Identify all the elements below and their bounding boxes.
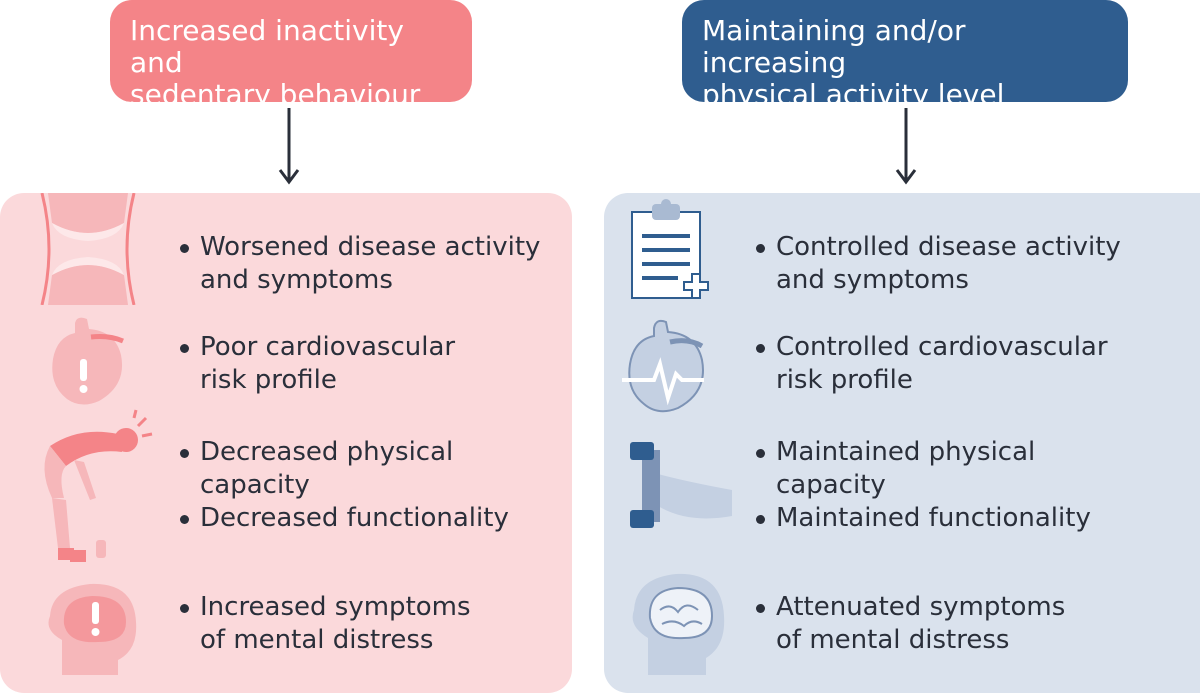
item-poor-cardiovascular: Poor cardiovascular risk profile: [179, 331, 456, 397]
item-attenuated-mental-distress-line1: Attenuated symptoms: [755, 592, 1066, 622]
item-increased-mental-distress-line2: of mental distress: [200, 625, 434, 655]
clipboard-icon: [631, 199, 709, 299]
item-controlled-cardiovascular: Controlled cardiovascular risk profile: [756, 331, 1108, 397]
header-activity: Maintaining and/or increasing physical a…: [682, 0, 1128, 111]
item-decreased-capacity: Decreased physical capacity: [179, 436, 454, 502]
heart-pulse-icon: [622, 319, 704, 413]
heart-warning-icon: [52, 317, 124, 405]
item-worsened-disease-line2: and symptoms: [200, 265, 393, 295]
item-poor-cardiovascular-line2: risk profile: [200, 365, 337, 395]
item-maintained-functionality: Maintained functionality: [756, 502, 1091, 535]
brain-icon: [632, 573, 725, 675]
joint-icon: [40, 193, 136, 305]
item-increased-mental-distress-line1: Increased symptoms: [180, 592, 471, 622]
arrow-down-left: [278, 108, 300, 185]
item-decreased-functionality: Decreased functionality: [180, 502, 509, 535]
item-increased-mental-distress: Increased symptoms of mental distress: [180, 591, 471, 657]
item-decreased-functionality-line1: Decreased functionality: [180, 503, 509, 533]
item-controlled-cardiovascular-line2: risk profile: [776, 365, 913, 395]
item-decreased-capacity-line1: Decreased physical: [179, 437, 454, 467]
item-maintained-functionality-line1: Maintained functionality: [756, 503, 1091, 533]
header-activity-line2: physical activity level: [702, 78, 1005, 111]
brain-warning-icon: [48, 583, 137, 675]
header-inactivity-line2: sedentary behaviour: [130, 78, 421, 111]
item-controlled-disease-line1: Controlled disease activity: [756, 232, 1121, 262]
item-maintained-capacity-line1: Maintained physical: [755, 437, 1036, 467]
dumbbell-arm-icon: [630, 442, 732, 528]
item-poor-cardiovascular-line1: Poor cardiovascular: [179, 332, 456, 362]
item-decreased-capacity-line2: capacity: [200, 470, 310, 500]
exhausted-person-icon: [44, 409, 153, 562]
item-worsened-disease: Worsened disease activity and symptoms: [179, 231, 541, 297]
item-worsened-disease-line1: Worsened disease activity: [179, 232, 541, 262]
item-maintained-capacity: Maintained physical capacity: [755, 436, 1036, 502]
arrow-down-right: [895, 108, 917, 185]
item-attenuated-mental-distress-line2: of mental distress: [776, 625, 1010, 655]
header-activity-line1: Maintaining and/or increasing: [702, 14, 966, 79]
item-maintained-capacity-line2: capacity: [776, 470, 886, 500]
header-inactivity: Increased inactivity and sedentary behav…: [110, 0, 472, 111]
item-controlled-disease: Controlled disease activity and symptoms: [756, 231, 1121, 297]
item-controlled-cardiovascular-line1: Controlled cardiovascular: [756, 332, 1108, 362]
item-controlled-disease-line2: and symptoms: [776, 265, 969, 295]
item-attenuated-mental-distress: Attenuated symptoms of mental distress: [755, 591, 1066, 657]
header-inactivity-line1: Increased inactivity and: [130, 14, 404, 79]
